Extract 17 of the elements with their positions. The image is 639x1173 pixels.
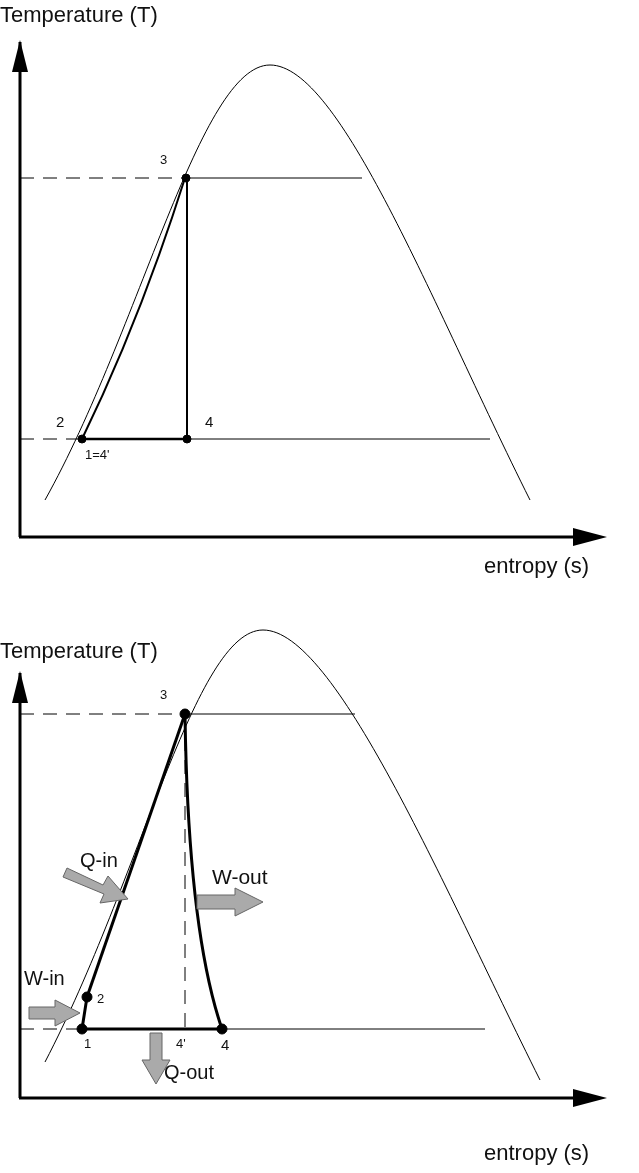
axis-title: entropy (s) bbox=[484, 555, 590, 577]
process-label: Q-out bbox=[164, 1062, 215, 1082]
point-label: 2 bbox=[97, 992, 105, 1005]
point-label: 2 bbox=[56, 414, 65, 429]
point-label: 1=4' bbox=[85, 448, 110, 461]
process-label: W-out bbox=[212, 866, 268, 887]
axis-title: Temperature (T) bbox=[0, 640, 158, 662]
point-label: 4' bbox=[176, 1037, 186, 1050]
axis-title: Temperature (T) bbox=[0, 4, 158, 26]
axis-title: entropy (s) bbox=[484, 1142, 590, 1164]
process-label: W-in bbox=[24, 968, 65, 988]
point-label: 3 bbox=[160, 688, 168, 701]
point-label: 4 bbox=[205, 414, 214, 429]
point-label: 3 bbox=[160, 153, 168, 166]
process-label: Q-in bbox=[80, 850, 118, 870]
point-label: 1 bbox=[84, 1037, 92, 1050]
point-label: 4 bbox=[221, 1037, 230, 1052]
